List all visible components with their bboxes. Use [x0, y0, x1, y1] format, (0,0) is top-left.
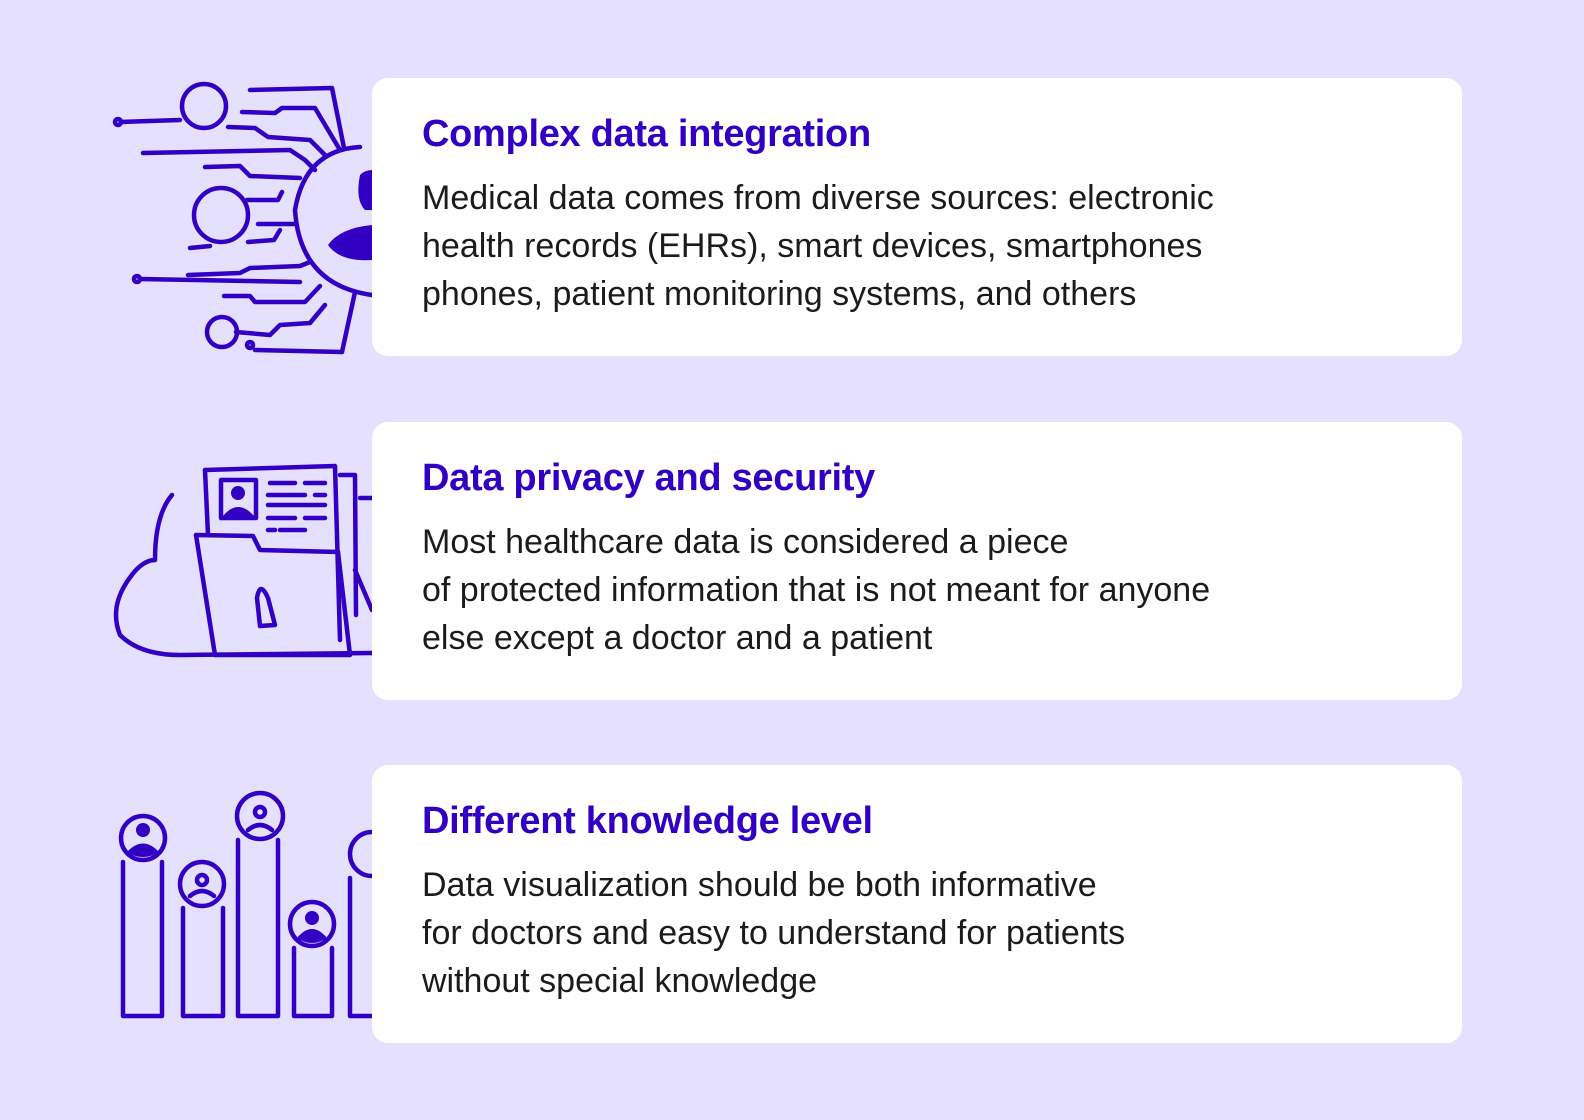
card-title: Data privacy and security: [422, 457, 875, 499]
locked-folder-cloud-icon: [113, 463, 372, 658]
network-hub-icon: [112, 81, 372, 355]
card-title: Different knowledge level: [422, 800, 873, 842]
card-description: Data visualization should be both inform…: [422, 866, 1126, 1000]
card-description: Medical data comes from diverse sources:…: [422, 179, 1214, 313]
card-description: Most healthcare data is considered a pie…: [422, 523, 1211, 657]
user-bars-icon: [118, 790, 372, 1019]
card-title: Complex data integration: [422, 113, 871, 155]
card-different-knowledge-level: Different knowledge level Data visualiza…: [372, 765, 1462, 1043]
card-data-privacy-security: Data privacy and security Most healthcar…: [372, 422, 1462, 700]
card-complex-data-integration: Complex data integration Medical data co…: [372, 78, 1462, 356]
